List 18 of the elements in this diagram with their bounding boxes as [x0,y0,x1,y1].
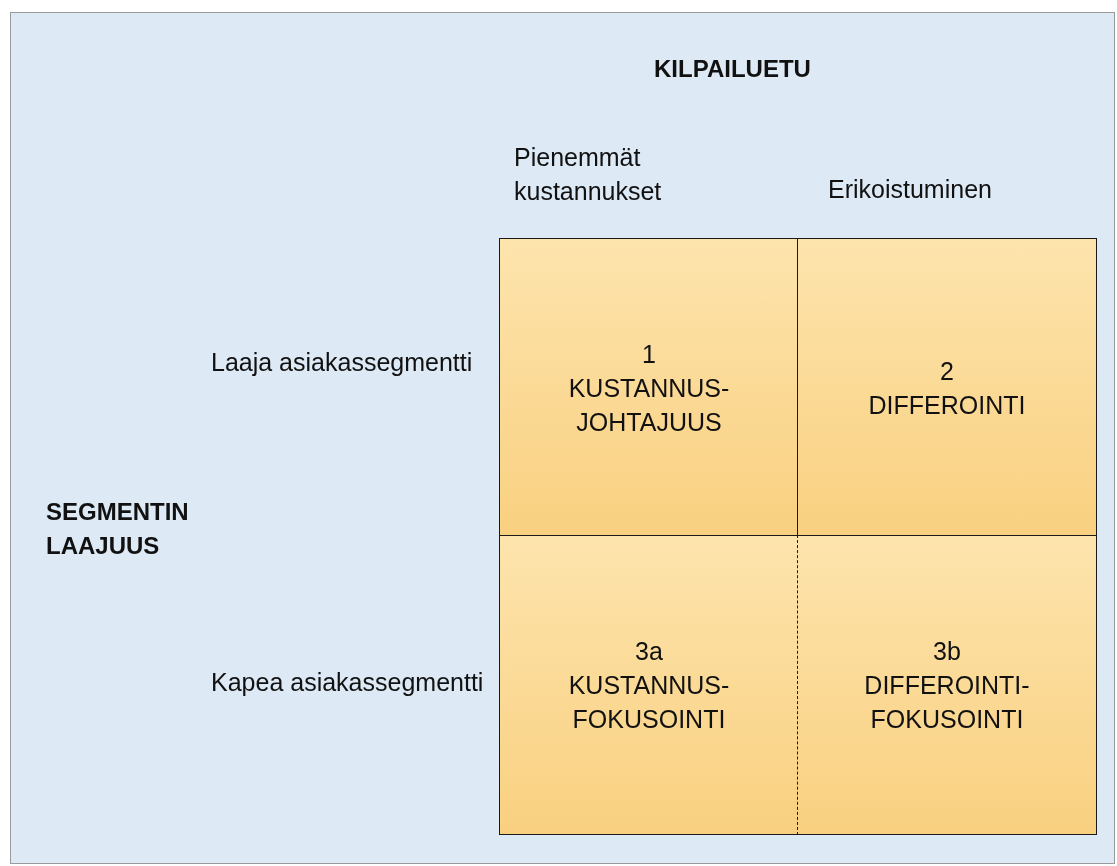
quadrant-number: 3a [634,636,664,667]
strategy-quadrant [499,535,799,835]
strategy-name: KUSTANNUS- FOKUSOINTI [567,670,731,735]
strategy-quadrant [797,535,1097,835]
strategy-name: KUSTANNUS- JOHTAJUUS [567,372,731,438]
quadrant-number: 2 [939,356,955,387]
row-heading: Kapea asiakassegmentti [211,667,485,698]
axis-title: SEGMENTIN LAAJUUS [46,497,190,561]
strategy-name: DIFFEROINTI [867,390,1027,421]
column-heading: Pienemmät kustannukset [514,142,663,207]
quadrant-number: 3b [932,636,962,667]
strategy-name: DIFFEROINTI- FOKUSOINTI [863,670,1031,735]
strategy-quadrant [499,238,799,537]
axis-title: KILPAILUETU [654,54,812,84]
row-heading: Laaja asiakassegmentti [211,347,474,378]
quadrant-number: 1 [641,338,657,370]
column-heading: Erikoistuminen [828,174,993,205]
strategy-quadrant [797,238,1097,537]
